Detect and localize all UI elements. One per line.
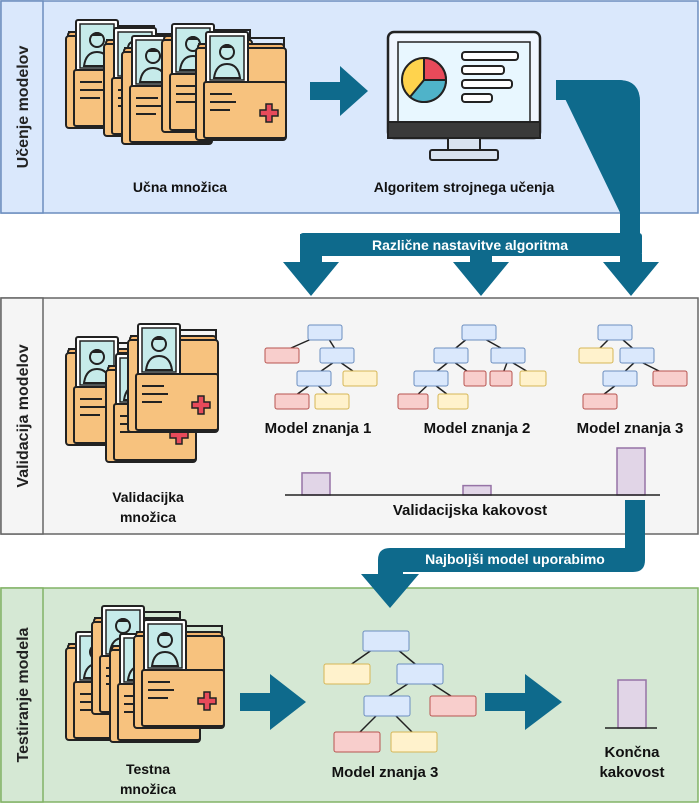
model-label-1: Model znanja 1: [265, 420, 372, 437]
final-quality-caption-line1: Končna: [604, 744, 660, 761]
arrow-dataset-to-algorithm: [310, 66, 368, 116]
training-dataset-caption: Učna množica: [133, 179, 227, 195]
validation-dataset-caption-line1: Validacijka: [112, 489, 184, 505]
training-section-label: Učenje modelov: [15, 46, 32, 169]
hyperparams-caption: Različne nastavitve algoritma: [372, 237, 568, 253]
testing-dataset-caption-line1: Testna: [126, 761, 170, 777]
validation-section-label: Validacija modelov: [15, 344, 32, 487]
validation-quality-bar-1: [301, 472, 331, 496]
patient-folder-icon: [65, 19, 286, 145]
model-label-2: Model znanja 2: [424, 420, 531, 437]
best-model-arrow: [361, 500, 645, 608]
testing-model-caption: Model znanja 3: [332, 764, 439, 781]
decision-tree-icon: [578, 324, 688, 410]
decision-tree-icon: [397, 324, 547, 410]
arrow-model-to-quality: [485, 674, 562, 730]
model-label-3: Model znanja 3: [577, 420, 684, 437]
validation-quality-bar-2: [462, 484, 492, 496]
best-model-caption: Najboljši model uporabimo: [425, 551, 605, 567]
patient-folder-icon: [65, 324, 218, 462]
validation-quality-caption: Validacijska kakovost: [393, 502, 547, 519]
validation-quality-bar-3: [616, 447, 646, 496]
testing-dataset-caption-line2: množica: [120, 781, 176, 797]
training-label-band: [0, 0, 44, 214]
monitor-chart-icon: [386, 30, 542, 161]
testing-section-label: Testiranje modela: [15, 627, 32, 762]
validation-dataset-caption-line2: množica: [120, 509, 176, 525]
algorithm-caption: Algoritem strojnega učenja: [374, 179, 555, 195]
final-quality-bar-rect: [617, 679, 647, 729]
testing-label-band: [0, 587, 44, 803]
final-quality-caption-line2: kakovost: [599, 764, 664, 781]
final-quality-bar: [617, 679, 647, 729]
hyperparams-arrow: [283, 80, 659, 296]
decision-tree-icon: [323, 630, 477, 753]
arrow-testset-to-model: [240, 674, 306, 730]
validation-label-band: [0, 297, 44, 535]
